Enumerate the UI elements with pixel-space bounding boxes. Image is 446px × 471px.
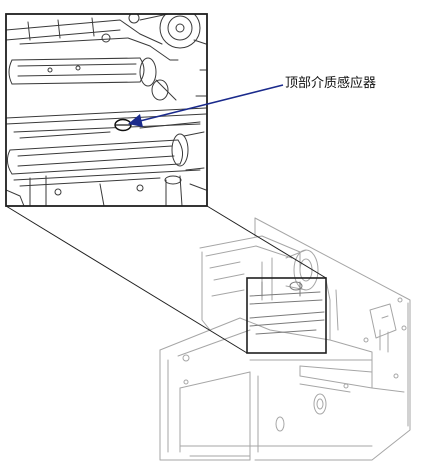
highlighted-region-detail bbox=[249, 281, 325, 335]
top-media-sensor-icon bbox=[114, 118, 132, 132]
magnified-inset bbox=[5, 13, 208, 207]
top-media-sensor-label: 顶部介质感应器 bbox=[285, 76, 377, 91]
magnification-connector-lines bbox=[5, 205, 327, 354]
detail-highlight-box bbox=[246, 277, 327, 354]
printer-overview-illustration bbox=[159, 217, 411, 461]
callout-arrow bbox=[128, 84, 284, 127]
